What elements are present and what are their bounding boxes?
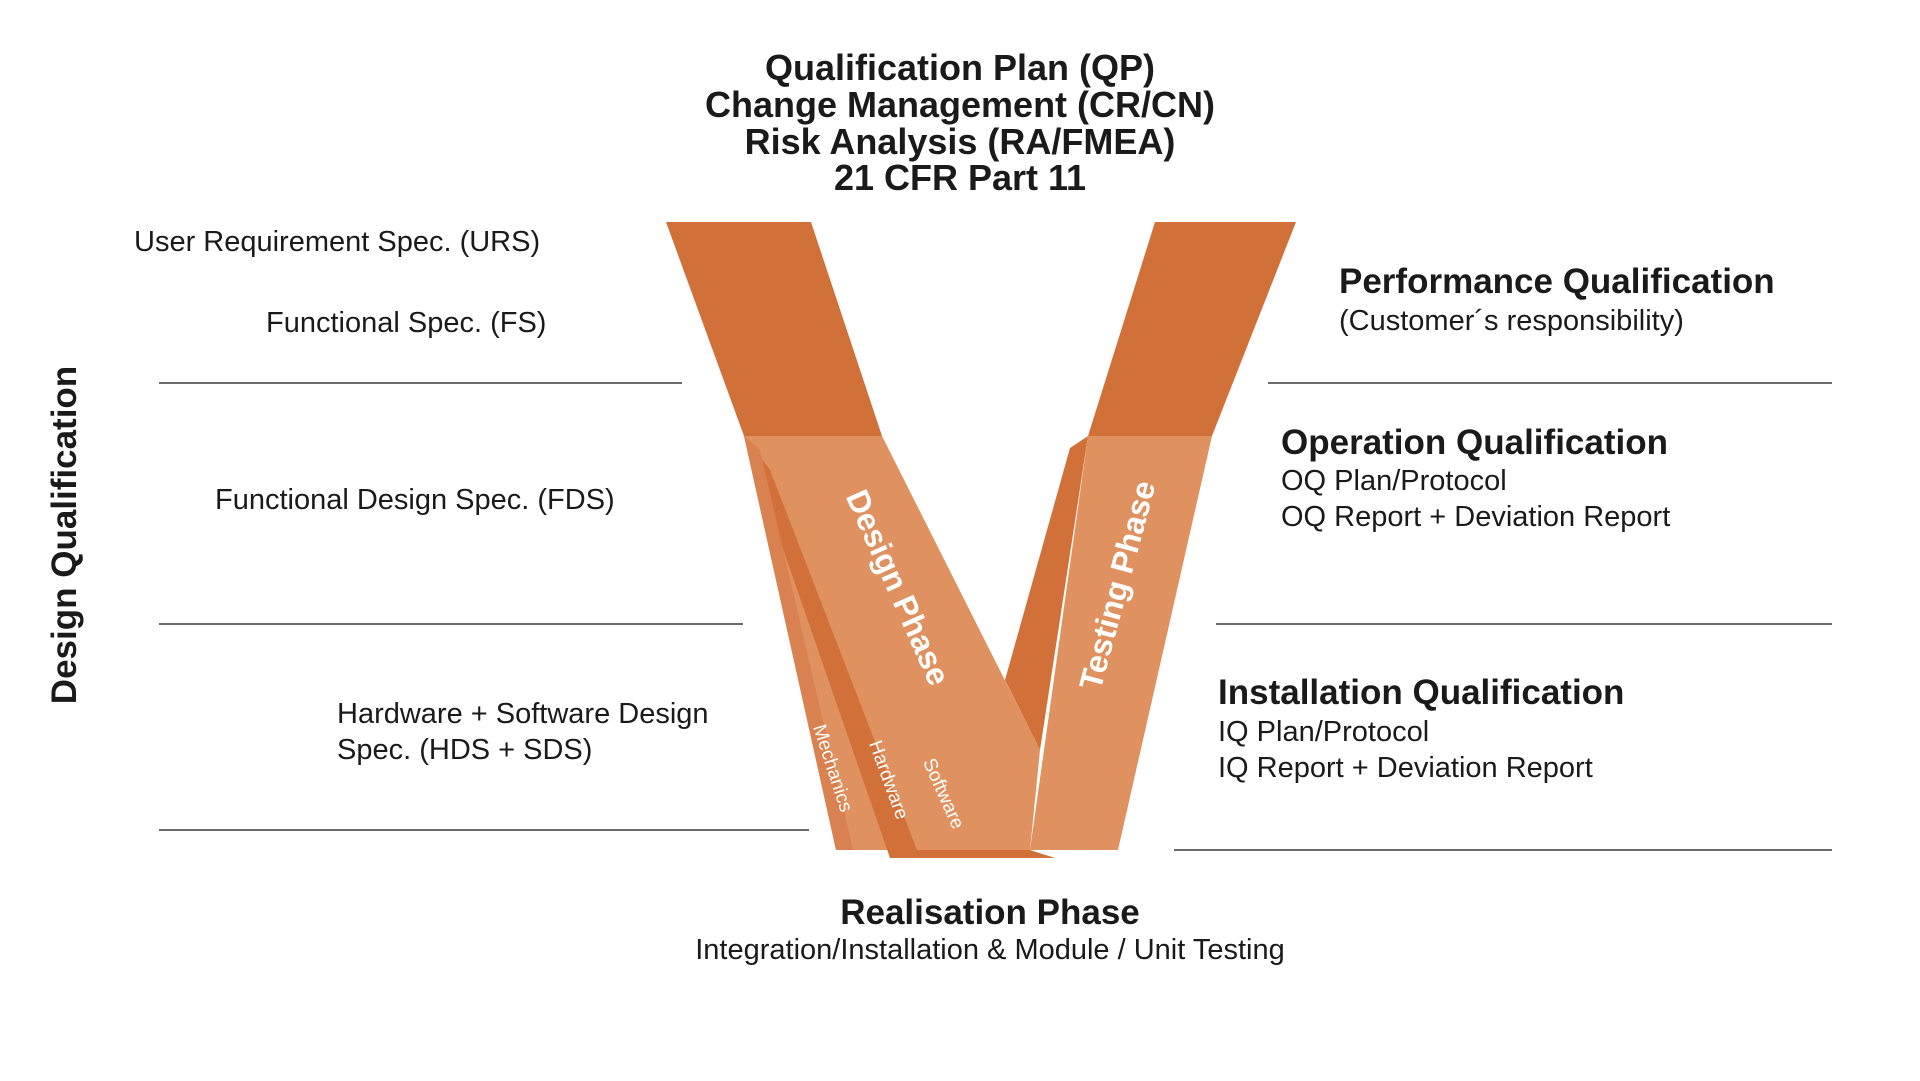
hds-label-line2: Spec. (HDS + SDS) — [337, 734, 593, 766]
header-line-risk-analysis: Risk Analysis (RA/FMEA) — [744, 121, 1176, 162]
testing-arm-inner-strip — [1005, 436, 1088, 750]
iq-plan: IQ Plan/Protocol — [1218, 716, 1430, 748]
fds-label: Functional Design Spec. (FDS) — [215, 484, 615, 516]
left-divider-3 — [159, 829, 809, 831]
realisation-phase-title: Realisation Phase — [840, 893, 1140, 932]
mechanics-strip-edge — [744, 436, 853, 850]
left-divider-1 — [159, 382, 682, 384]
left-divider-2 — [159, 623, 743, 625]
header-line-qp: Qualification Plan (QP) — [764, 47, 1156, 88]
iq-title: Installation Qualification — [1218, 673, 1625, 712]
pq-subtitle: (Customer´s responsibility) — [1339, 305, 1684, 337]
pq-title: Performance Qualification — [1339, 262, 1775, 301]
testing-arm-top — [1088, 222, 1296, 436]
iq-report: IQ Report + Deviation Report — [1218, 752, 1593, 784]
hardware-strip — [744, 436, 920, 858]
realisation-phase-subtitle: Integration/Installation & Module / Unit… — [695, 934, 1285, 966]
header-line-cfr: 21 CFR Part 11 — [833, 157, 1087, 198]
testing-arm-lower — [1030, 436, 1212, 850]
design-arm-top — [666, 222, 882, 436]
right-divider-1 — [1268, 382, 1832, 384]
design-qualification-label: Design Qualification — [45, 365, 84, 705]
software-strip-base — [890, 850, 1055, 858]
urs-label: User Requirement Spec. (URS) — [134, 226, 541, 258]
fs-label: Functional Spec. (FS) — [266, 307, 547, 339]
hds-label-line1: Hardware + Software Design — [337, 698, 709, 730]
right-divider-2 — [1216, 623, 1832, 625]
header-line-change-management: Change Management (CR/CN) — [704, 84, 1216, 125]
oq-plan: OQ Plan/Protocol — [1281, 465, 1507, 497]
oq-report: OQ Report + Deviation Report — [1281, 501, 1671, 533]
right-divider-3 — [1174, 849, 1832, 851]
oq-title: Operation Qualification — [1281, 423, 1668, 462]
